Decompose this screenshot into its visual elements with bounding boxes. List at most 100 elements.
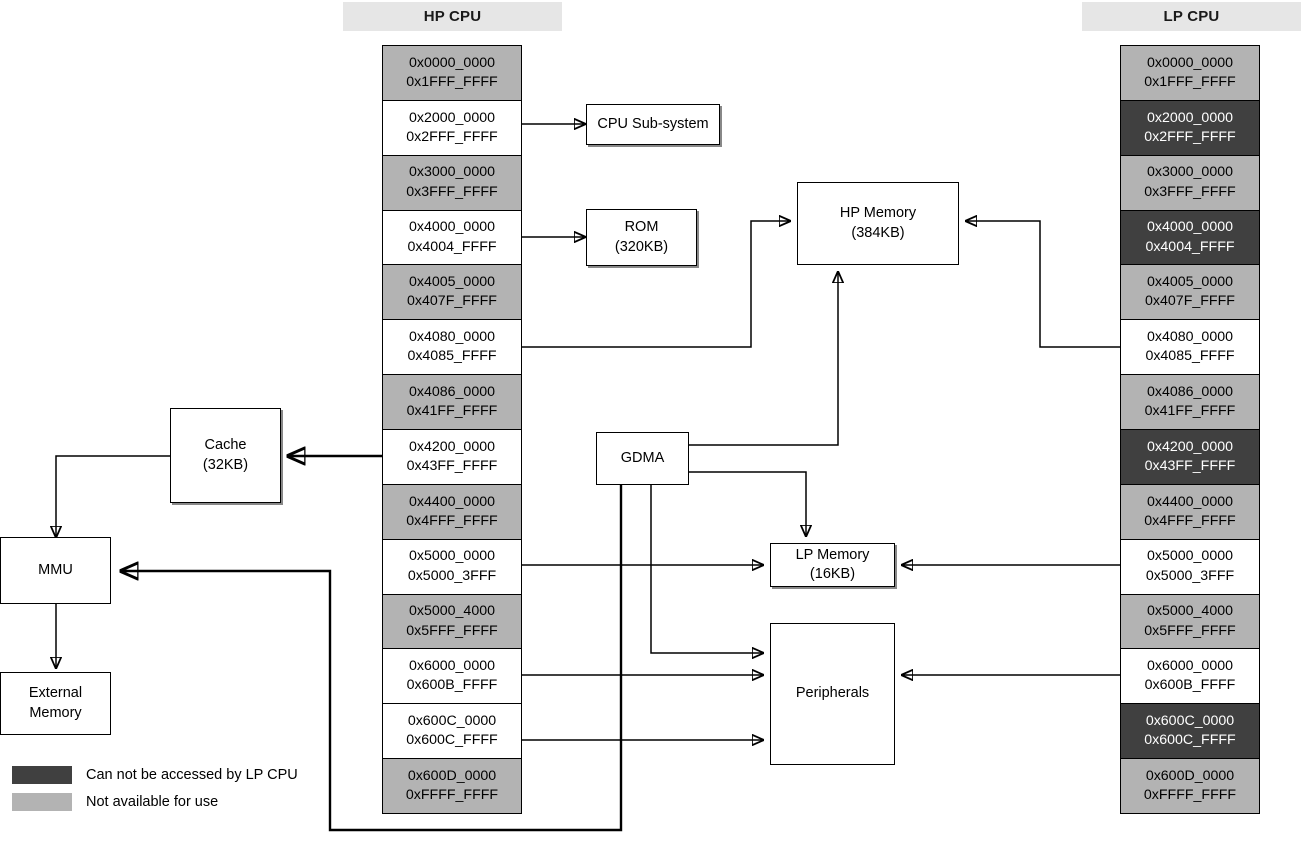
legend-item: Not available for use <box>12 791 332 813</box>
hp-cpu-header-label: HP CPU <box>423 8 482 25</box>
lp-memory-size: (16KB) <box>809 566 856 582</box>
hp-memory-row-start: 0x5000_4000 <box>409 603 495 620</box>
lp-memory-row-end: 0x600C_FFFF <box>1144 732 1236 749</box>
hp-memory-row: 0x3000_0000 0x3FFF_FFFF <box>382 154 522 211</box>
hp-memory-row-end: 0x4004_FFFF <box>407 238 497 255</box>
rom-node: ROM (320KB) <box>586 209 697 266</box>
peripherals-node: Peripherals <box>770 623 895 765</box>
lp-memory-row-end: 0x4FFF_FFFF <box>1144 512 1236 529</box>
external-memory-label-2: Memory <box>29 704 82 721</box>
gdma-label: GDMA <box>620 449 665 466</box>
hp-memory-row-end: 0x5000_3FFF <box>407 567 497 584</box>
lp-memory-row: 0x3000_0000 0x3FFF_FFFF <box>1120 154 1260 211</box>
hp-memory-row-end: 0x4FFF_FFFF <box>406 512 498 529</box>
lp-memory-row: 0x5000_0000 0x5000_3FFF <box>1120 538 1260 595</box>
hp-memory-size: (384KB) <box>851 224 905 241</box>
hp-memory-row: 0x6000_0000 0x600B_FFFF <box>382 648 522 705</box>
legend: Can not be accessed by LP CPU Not availab… <box>12 764 332 818</box>
lp-memory-row-start: 0x600C_0000 <box>1145 712 1235 729</box>
lp-memory-row: 0x0000_0000 0x1FFF_FFFF <box>1120 45 1260 102</box>
lp-memory-row-start: 0x2000_0000 <box>1147 109 1233 126</box>
lp-memory-row-start: 0x4080_0000 <box>1147 328 1233 345</box>
lp-memory-row-start: 0x4400_0000 <box>1147 493 1233 510</box>
lp-memory-row-end: 0x600B_FFFF <box>1144 677 1236 694</box>
hp-memory-row-end: 0x5FFF_FFFF <box>406 622 498 639</box>
lp-memory-row-start: 0x4200_0000 <box>1147 438 1233 455</box>
hp-memory-row-end: 0x1FFF_FFFF <box>406 74 498 91</box>
hp-memory-row-end: 0x2FFF_FFFF <box>406 128 498 145</box>
lp-memory-label: LP Memory <box>795 546 870 563</box>
legend-item: Can not be accessed by LP CPU <box>12 764 332 786</box>
lp-memory-row-end: 0x5FFF_FFFF <box>1144 622 1236 639</box>
lp-memory-row-start: 0x4005_0000 <box>1147 274 1233 291</box>
hp-memory-row: 0x5000_4000 0x5FFF_FFFF <box>382 593 522 650</box>
gdma-node: GDMA <box>596 432 689 485</box>
lp-memory-row-start: 0x3000_0000 <box>1147 164 1233 181</box>
hp-memory-row-start: 0x0000_0000 <box>409 54 495 71</box>
hp-memory-row-start: 0x4000_0000 <box>409 219 495 236</box>
lp-memory-row-start: 0x5000_4000 <box>1147 603 1233 620</box>
lp-memory-row-end: 0x3FFF_FFFF <box>1144 183 1236 200</box>
lp-memory-row-end: 0x4004_FFFF <box>1145 238 1235 255</box>
lp-memory-row: 0x4080_0000 0x4085_FFFF <box>1120 319 1260 376</box>
hp-memory-row-end: 0x407F_FFFF <box>407 293 497 310</box>
cpu-subsystem-label: CPU Sub-system <box>597 115 709 132</box>
external-memory-node: External Memory <box>0 672 111 735</box>
cache-node: Cache (32KB) <box>170 408 281 503</box>
legend-swatch-dark <box>12 766 72 784</box>
lp-memory-node: LP Memory (16KB) <box>770 543 895 587</box>
lp-cpu-header-label: LP CPU <box>1163 8 1220 25</box>
lp-memory-row-end: 0x5000_3FFF <box>1145 567 1235 584</box>
hp-memory-row-start: 0x4086_0000 <box>409 383 495 400</box>
rom-size: (320KB) <box>614 238 669 255</box>
hp-memory-row-start: 0x6000_0000 <box>409 658 495 675</box>
lp-memory-row-start: 0x4086_0000 <box>1147 383 1233 400</box>
hp-memory-row: 0x600C_0000 0x600C_FFFF <box>382 703 522 760</box>
hp-memory-row: 0x4080_0000 0x4085_FFFF <box>382 319 522 376</box>
external-memory-label-1: External <box>28 685 83 702</box>
rom-label: ROM <box>624 219 659 236</box>
mmu-node: MMU <box>0 537 111 604</box>
hp-memory-row-end: 0x600C_FFFF <box>406 732 498 749</box>
hp-memory-row-end: 0x4085_FFFF <box>407 348 497 365</box>
peripherals-label: Peripherals <box>795 685 870 702</box>
lp-memory-row: 0x2000_0000 0x2FFF_FFFF <box>1120 99 1260 156</box>
hp-memory-row-end: 0xFFFF_FFFF <box>405 787 499 804</box>
lp-memory-row-end: 0x2FFF_FFFF <box>1144 128 1236 145</box>
hp-memory-row: 0x4400_0000 0x4FFF_FFFF <box>382 483 522 540</box>
hp-memory-row-end: 0x41FF_FFFF <box>406 403 498 420</box>
lp-memory-row: 0x4000_0000 0x4004_FFFF <box>1120 209 1260 266</box>
hp-memory-row-end: 0x43FF_FFFF <box>406 458 498 475</box>
hp-memory-row-start: 0x4200_0000 <box>409 438 495 455</box>
lp-memory-row-end: 0x4085_FFFF <box>1145 348 1235 365</box>
hp-memory-row-start: 0x3000_0000 <box>409 164 495 181</box>
lp-memory-row-end: 0x1FFF_FFFF <box>1144 74 1236 91</box>
hp-memory-row-end: 0x600B_FFFF <box>406 677 498 694</box>
hp-memory-row-start: 0x4400_0000 <box>409 493 495 510</box>
lp-memory-row-start: 0x4000_0000 <box>1147 219 1233 236</box>
lp-memory-row-start: 0x6000_0000 <box>1147 658 1233 675</box>
hp-memory-row-end: 0x3FFF_FFFF <box>406 183 498 200</box>
hp-memory-row: 0x4000_0000 0x4004_FFFF <box>382 209 522 266</box>
lp-memory-row: 0x5000_4000 0x5FFF_FFFF <box>1120 593 1260 650</box>
hp-memory-row: 0x0000_0000 0x1FFF_FFFF <box>382 45 522 102</box>
hp-memory-node: HP Memory (384KB) <box>797 182 959 265</box>
lp-memory-row-start: 0x0000_0000 <box>1147 54 1233 71</box>
hp-memory-row-start: 0x4080_0000 <box>409 328 495 345</box>
lp-memory-row: 0x4400_0000 0x4FFF_FFFF <box>1120 483 1260 540</box>
cache-label: Cache <box>204 437 247 454</box>
hp-memory-row-start: 0x600C_0000 <box>407 712 497 729</box>
lp-memory-row: 0x6000_0000 0x600B_FFFF <box>1120 648 1260 705</box>
hp-memory-row-start: 0x5000_0000 <box>409 548 495 565</box>
lp-cpu-memory-column: 0x0000_0000 0x1FFF_FFFF 0x2000_0000 0x2FFF_… <box>1120 45 1260 815</box>
lp-memory-row-start: 0x600D_0000 <box>1145 767 1235 784</box>
lp-memory-row-start: 0x5000_0000 <box>1147 548 1233 565</box>
legend-label: Can not be accessed by LP CPU <box>86 767 298 783</box>
